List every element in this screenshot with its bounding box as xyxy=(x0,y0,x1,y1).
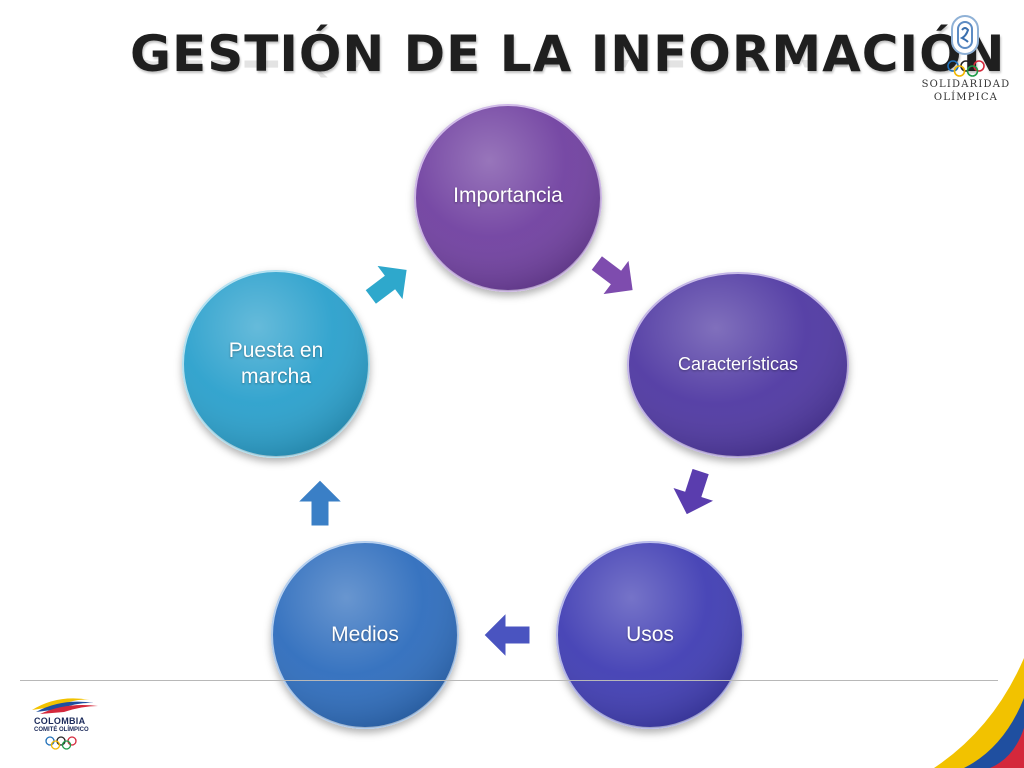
olympic-rings-small-icon xyxy=(45,736,77,750)
cycle-arrow-2 xyxy=(671,467,716,516)
emblem-icon xyxy=(951,15,979,55)
cycle-arrow-1 xyxy=(590,254,634,296)
flag-corner-decoration xyxy=(934,658,1024,768)
cycle-node-caracteristicas xyxy=(627,272,849,458)
cycle-node-medios xyxy=(271,541,459,729)
sponsor-text-line1: SOLIDARIDAD xyxy=(921,79,1011,90)
comite-olimpico-colombiano-logo: COLOMBIA COMITÉ OLÍMPICO xyxy=(28,690,128,760)
footer-divider xyxy=(20,680,998,681)
flag-swoosh-icon xyxy=(32,698,98,714)
slide-title: GESTIÓN DE LA INFORMACIÓN xyxy=(130,25,1006,83)
cycle-arrow-4 xyxy=(296,479,344,527)
footer-org-name: COLOMBIA xyxy=(34,716,86,726)
cycle-node-puesta-en-marcha xyxy=(182,270,370,458)
cycle-arrow-5 xyxy=(364,264,408,306)
cycle-node-usos xyxy=(556,541,744,729)
sponsor-text-line2: OLÍMPICA xyxy=(933,92,999,103)
cycle-arrow-3 xyxy=(483,611,531,659)
olympic-rings-icon xyxy=(947,60,985,77)
cycle-node-importancia xyxy=(414,104,602,292)
footer-org-subtitle: COMITÉ OLÍMPICO xyxy=(34,727,89,733)
solidaridad-olimpica-logo: SOLIDARIDAD OLÍMPICA xyxy=(918,10,1014,105)
